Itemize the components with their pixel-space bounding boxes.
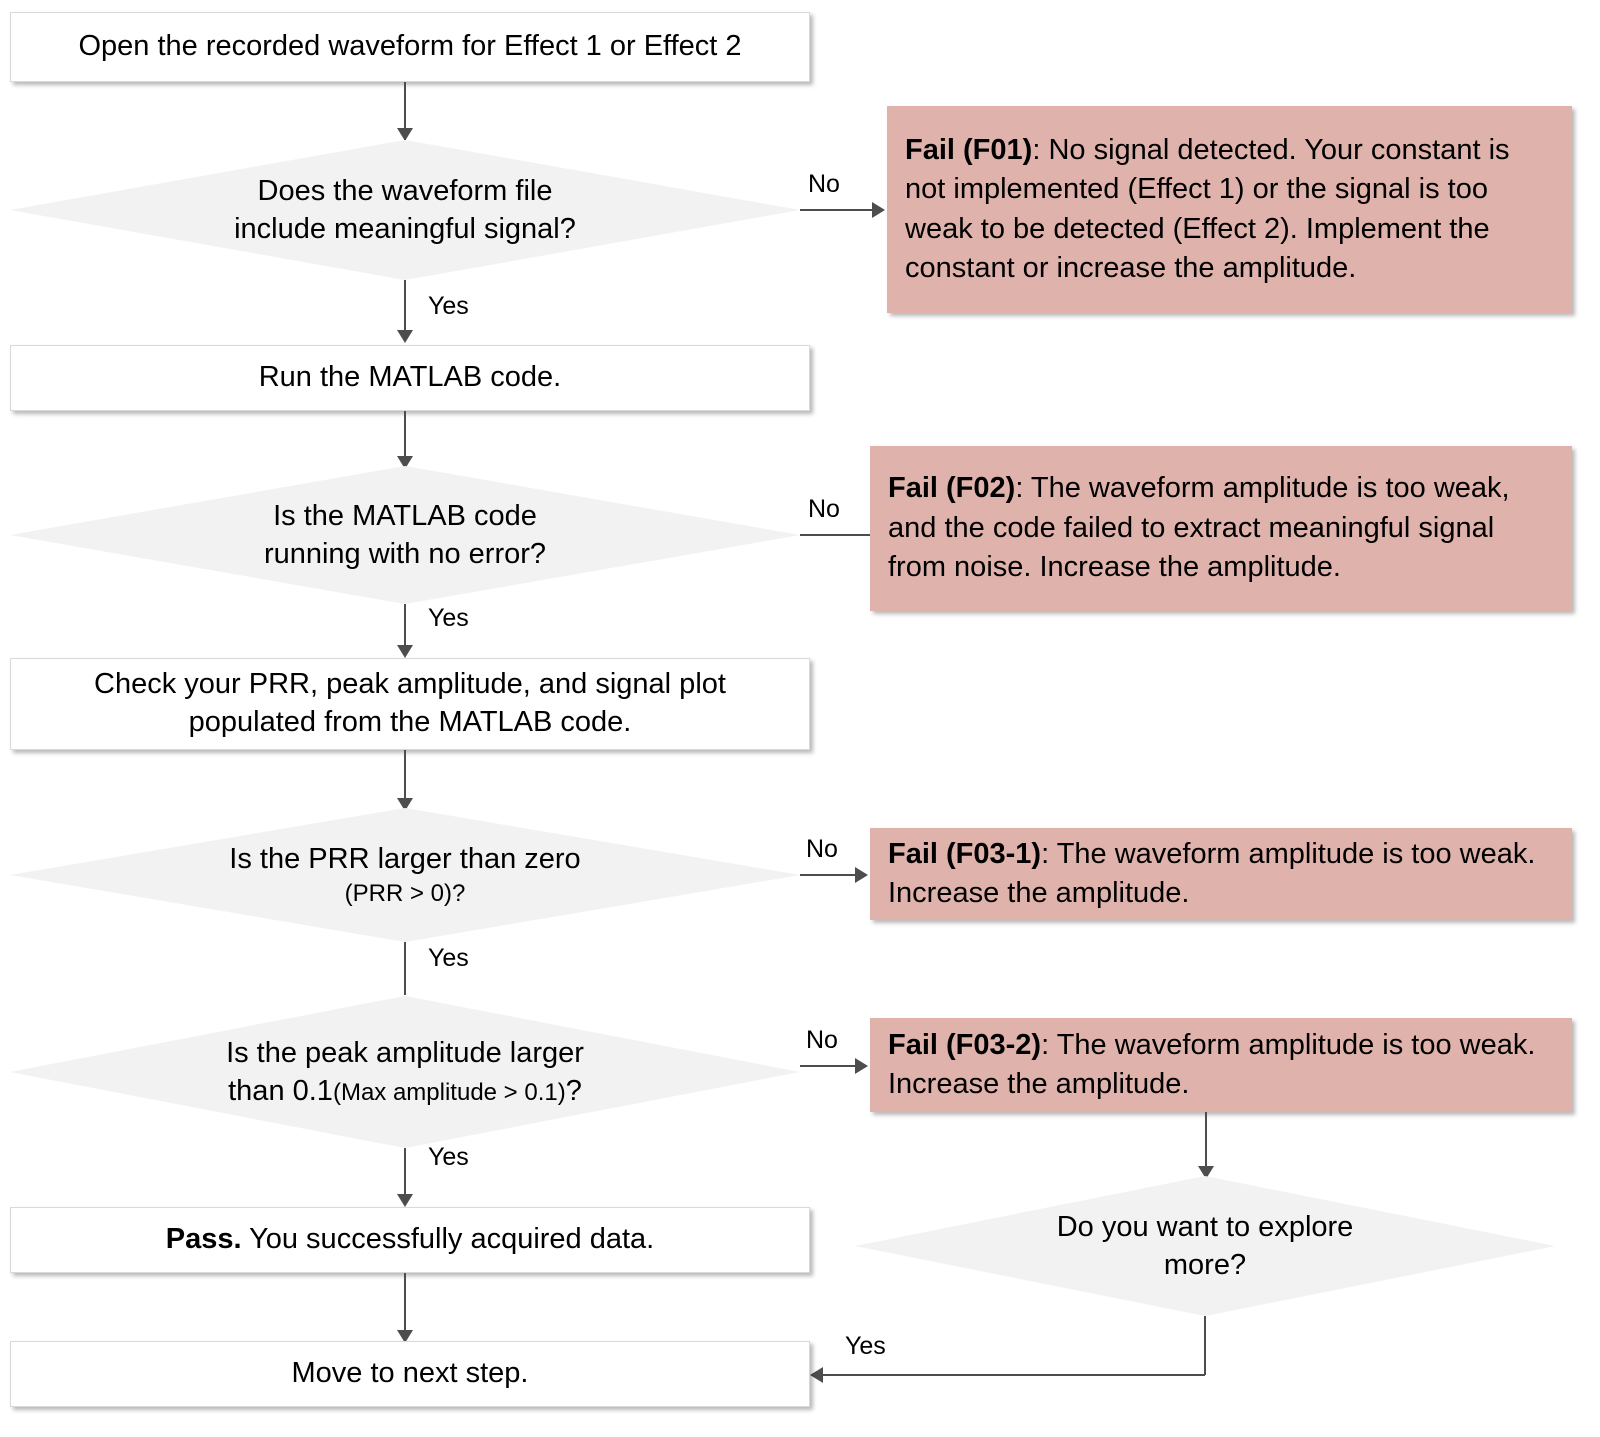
connector-d4-to-pass <box>404 1148 406 1203</box>
node-decision-peak-amplitude-line2-small: (Max amplitude > 0.1) <box>332 1079 566 1106</box>
node-fail-f03-2-text: The waveform amplitude is too weak. Incr… <box>888 1028 1536 1100</box>
node-fail-f01-separator: : <box>1032 133 1049 166</box>
arrowhead-d1-to-f01 <box>872 202 885 218</box>
node-decision-prr-gt-zero-line1: Is the PRR larger than zero <box>229 843 581 876</box>
connector-p3-to-d3 <box>404 750 406 806</box>
node-decision-peak-amplitude[interactable]: Is the peak amplitude larger than 0.1(Ma… <box>10 996 800 1148</box>
edge-label-yes-2: Yes <box>428 604 469 632</box>
arrowhead-d5-to-next <box>810 1367 823 1383</box>
edge-label-no-4: No <box>806 1026 838 1054</box>
node-move-next-step[interactable]: Move to next step. <box>10 1341 810 1407</box>
node-check-prr[interactable]: Check your PRR, peak amplitude, and sign… <box>10 658 810 750</box>
connector-d5-to-next-vertical <box>1204 1316 1206 1375</box>
node-fail-f01-text: No signal detected. Your constant is not… <box>905 133 1510 284</box>
node-fail-f03-2-separator: : <box>1041 1028 1057 1061</box>
connector-d4-to-f032 <box>800 1065 857 1067</box>
node-decision-prr-gt-zero-line2: (PRR > 0)? <box>344 880 466 908</box>
node-decision-meaningful-signal-line2: include meaningful signal? <box>234 213 576 245</box>
arrowhead-d4-to-pass <box>397 1194 413 1207</box>
node-run-matlab[interactable]: Run the MATLAB code. <box>10 345 810 411</box>
node-open-waveform-label: Open the recorded waveform for Effect 1 … <box>78 30 742 63</box>
node-pass-text: You successfully acquired data. <box>241 1223 655 1256</box>
arrowhead-d2-to-p3 <box>397 645 413 658</box>
node-decision-peak-amplitude-line2-tail: ? <box>565 1075 582 1107</box>
node-pass[interactable]: Pass. You successfully acquired data. <box>10 1207 810 1273</box>
connector-d2-to-f02 <box>800 534 874 536</box>
node-fail-f03-1-label: Fail (F03-1) <box>888 837 1042 870</box>
node-fail-f03-2[interactable]: Fail (F03-2): The waveform amplitude is … <box>870 1018 1572 1112</box>
edge-label-yes-3: Yes <box>428 944 469 972</box>
node-decision-matlab-no-error-line2: running with no error? <box>263 538 547 570</box>
node-fail-f03-2-label: Fail (F03-2) <box>888 1028 1042 1061</box>
node-fail-f03-1[interactable]: Fail (F03-1): The waveform amplitude is … <box>870 828 1572 920</box>
connector-f032-to-d5 <box>1205 1112 1207 1174</box>
edge-label-yes-4: Yes <box>428 1143 469 1171</box>
node-decision-explore-more-line2: more? <box>1163 1249 1247 1281</box>
arrowhead-pass-to-next <box>397 1330 413 1343</box>
node-decision-explore-more-line1: Do you want to explore <box>1056 1210 1354 1243</box>
edge-label-no-2: No <box>808 495 840 523</box>
node-fail-f01[interactable]: Fail (F01): No signal detected. Your con… <box>887 106 1572 313</box>
arrowhead-p3-to-d3 <box>397 798 413 811</box>
node-fail-f01-label: Fail (F01) <box>905 133 1033 166</box>
node-decision-peak-amplitude-line2-main: than 0.1 <box>228 1075 333 1107</box>
node-pass-label: Pass. <box>165 1223 242 1256</box>
arrowhead-f032-to-d5 <box>1198 1166 1214 1179</box>
edge-label-no-3: No <box>806 835 838 863</box>
connector-p2-to-d2 <box>404 411 406 465</box>
node-fail-f03-1-separator: : <box>1041 837 1057 870</box>
node-fail-f02-text: The waveform amplitude is too weak, and … <box>888 472 1510 584</box>
arrowhead-d3-to-f031 <box>855 867 868 883</box>
node-check-prr-line2: populated from the MATLAB code. <box>188 706 632 738</box>
connector-d3-to-d4 <box>404 942 406 995</box>
node-decision-explore-more[interactable]: Do you want to explore more? <box>855 1176 1555 1316</box>
edge-label-no-1: No <box>808 170 840 198</box>
node-open-waveform[interactable]: Open the recorded waveform for Effect 1 … <box>10 12 810 82</box>
node-fail-f03-1-text: The waveform amplitude is too weak. Incr… <box>888 837 1536 909</box>
node-decision-meaningful-signal-line1: Does the waveform file <box>257 174 553 207</box>
node-decision-prr-gt-zero[interactable]: Is the PRR larger than zero (PRR > 0)? <box>10 808 800 942</box>
node-fail-f02[interactable]: Fail (F02): The waveform amplitude is to… <box>870 446 1572 611</box>
connector-d5-to-next-horizontal <box>823 1374 1205 1376</box>
connector-d1-to-p2 <box>404 280 406 338</box>
arrowhead-start-to-d1 <box>397 128 413 141</box>
connector-d1-to-f01 <box>800 209 874 211</box>
edge-label-yes-5: Yes <box>845 1332 886 1360</box>
arrowhead-p2-to-d2 <box>397 456 413 469</box>
node-check-prr-line1: Check your PRR, peak amplitude, and sign… <box>94 668 726 701</box>
connector-d3-to-f031 <box>800 874 857 876</box>
node-move-next-step-label: Move to next step. <box>291 1357 529 1390</box>
node-run-matlab-label: Run the MATLAB code. <box>258 361 562 394</box>
node-decision-matlab-no-error[interactable]: Is the MATLAB code running with no error… <box>10 466 800 604</box>
arrowhead-d4-to-f032 <box>855 1058 868 1074</box>
node-decision-matlab-no-error-line1: Is the MATLAB code <box>273 499 537 532</box>
edge-label-yes-1: Yes <box>428 292 469 320</box>
node-decision-meaningful-signal[interactable]: Does the waveform file include meaningfu… <box>10 140 800 280</box>
arrowhead-d1-to-p2 <box>397 330 413 343</box>
connector-pass-to-next <box>404 1273 406 1337</box>
connector-d2-to-p3 <box>404 604 406 654</box>
node-fail-f02-label: Fail (F02) <box>888 472 1016 505</box>
node-fail-f02-separator: : <box>1015 472 1031 505</box>
connector-start-to-d1 <box>404 82 406 140</box>
node-decision-peak-amplitude-line1: Is the peak amplitude larger <box>226 1036 584 1069</box>
